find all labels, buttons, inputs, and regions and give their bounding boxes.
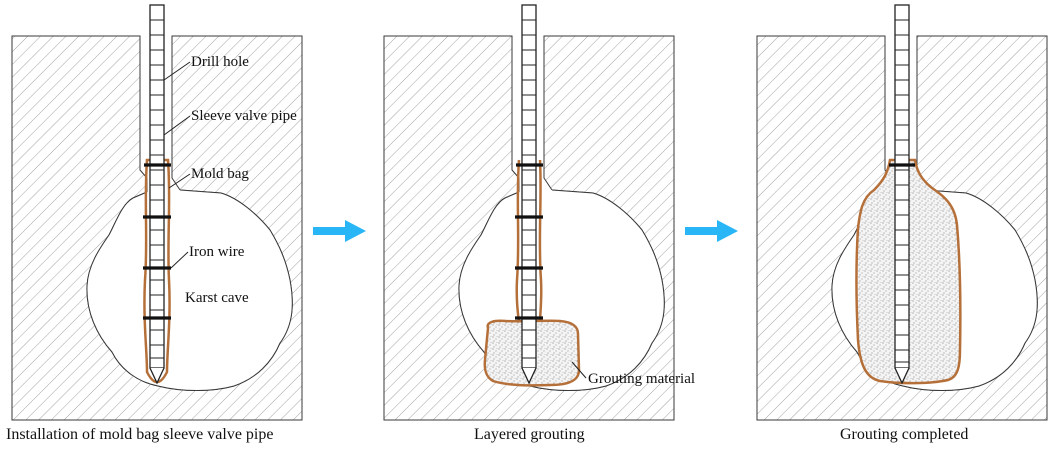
sleeve-valve-pipe [149, 4, 165, 385]
iron-wire-bands [515, 163, 543, 320]
panel-layered-grouting: Grouting material [383, 4, 695, 421]
caption-grouting-completed: Grouting completed [840, 426, 969, 443]
iron-wire-bands [143, 163, 171, 320]
caption-layered-grouting: Layered grouting [474, 426, 585, 443]
panel-installation: Drill hole Sleeve valve pipe Mold bag Ir… [11, 4, 303, 421]
label-grouting-material: Grouting material [588, 371, 695, 387]
right-arrow-icon [313, 220, 366, 242]
caption-installation: Installation of mold bag sleeve valve pi… [6, 426, 274, 443]
label-karst-cave: Karst cave [185, 290, 249, 306]
karst-cave-outline [86, 189, 293, 391]
label-sleeve-valve-pipe: Sleeve valve pipe [191, 108, 297, 124]
label-leaders [163, 61, 191, 269]
right-arrow-icon [685, 220, 738, 242]
sleeve-valve-pipe [521, 4, 537, 385]
sleeve-valve-pipe [894, 4, 910, 385]
label-mold-bag: Mold bag [191, 166, 249, 182]
label-iron-wire: Iron wire [189, 244, 245, 260]
mold-bag [515, 159, 521, 323]
label-leader-grouting [571, 361, 587, 379]
mold-bag [538, 159, 543, 323]
label-drill-hole: Drill hole [191, 54, 249, 70]
panel-grouting-completed [756, 4, 1048, 421]
